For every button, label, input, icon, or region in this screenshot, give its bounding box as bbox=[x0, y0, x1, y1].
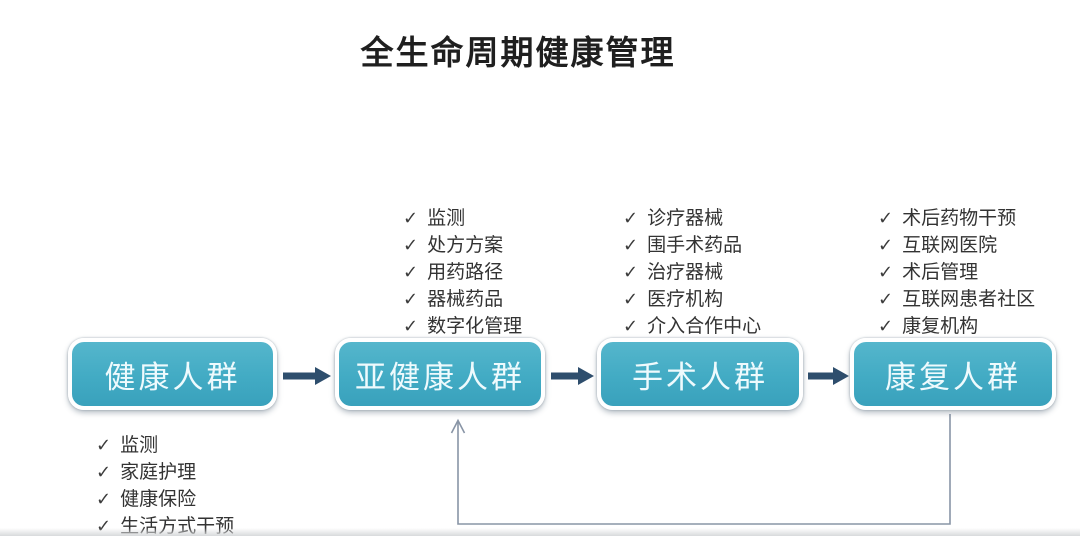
check-icon: ✓ bbox=[623, 289, 639, 309]
check-icon: ✓ bbox=[403, 208, 419, 228]
check-icon: ✓ bbox=[878, 316, 894, 336]
checklist-item: ✓ 介入合作中心 bbox=[623, 313, 761, 340]
checklist-item: ✓ 健康保险 bbox=[96, 486, 234, 513]
checklist-item-label: 处方方案 bbox=[427, 235, 504, 256]
checklist-item: ✓ 围手术药品 bbox=[623, 232, 761, 259]
checklist-item: ✓ 术后管理 bbox=[878, 259, 1035, 286]
checklist-item: ✓ 家庭护理 bbox=[96, 459, 234, 486]
check-icon: ✓ bbox=[623, 235, 639, 255]
check-icon: ✓ bbox=[403, 262, 419, 282]
check-icon: ✓ bbox=[623, 262, 639, 282]
checklist-item-label: 介入合作中心 bbox=[647, 316, 762, 337]
checklist-item-label: 互联网医院 bbox=[902, 235, 998, 256]
checklist-item: ✓ 治疗器械 bbox=[623, 259, 761, 286]
check-icon: ✓ bbox=[878, 262, 894, 282]
checklist-item: ✓ 互联网医院 bbox=[878, 232, 1035, 259]
checklist-item: ✓ 医疗机构 bbox=[623, 286, 761, 313]
checklist-item-label: 诊疗器械 bbox=[647, 208, 724, 229]
checklist-item-label: 健康保险 bbox=[120, 489, 197, 510]
stage-box-healthy: 健康人群 bbox=[68, 338, 277, 410]
stage-box-surgery: 手术人群 bbox=[597, 338, 803, 410]
check-icon: ✓ bbox=[623, 316, 639, 336]
check-icon: ✓ bbox=[878, 208, 894, 228]
checklist-item: ✓ 处方方案 bbox=[403, 232, 522, 259]
checklist-item-label: 家庭护理 bbox=[120, 462, 197, 483]
checklist-item-label: 器械药品 bbox=[427, 289, 504, 310]
bottom-edge-shadow bbox=[0, 528, 1080, 536]
checklist-item: ✓ 康复机构 bbox=[878, 313, 1035, 340]
checklist-item-label: 术后管理 bbox=[902, 262, 979, 283]
checklist-item-label: 康复机构 bbox=[902, 316, 979, 337]
checklist-item-label: 用药路径 bbox=[427, 262, 504, 283]
stage-box-label: 健康人群 bbox=[104, 359, 241, 395]
checklist-item: ✓ 监测 bbox=[403, 205, 522, 232]
check-icon: ✓ bbox=[623, 208, 639, 228]
stage-box-label: 亚健康人群 bbox=[355, 359, 525, 395]
check-icon: ✓ bbox=[96, 435, 112, 455]
checklist-item-label: 围手术药品 bbox=[647, 235, 743, 256]
check-icon: ✓ bbox=[878, 289, 894, 309]
check-icon: ✓ bbox=[403, 235, 419, 255]
checklist-item: ✓ 用药路径 bbox=[403, 259, 522, 286]
checklist-recovery: ✓ 术后药物干预 ✓ 互联网医院 ✓ 术后管理 ✓ 互联网患者社区 ✓ 康复机构 bbox=[878, 205, 1035, 340]
checklist-item-label: 术后药物干预 bbox=[902, 208, 1017, 229]
stage-box-label: 康复人群 bbox=[885, 359, 1021, 395]
checklist-item: ✓ 器械药品 bbox=[403, 286, 522, 313]
checklist-item-label: 互联网患者社区 bbox=[902, 289, 1036, 310]
checklist-item-label: 数字化管理 bbox=[427, 316, 523, 337]
feedback-loop-arrowhead-icon bbox=[450, 418, 466, 434]
arrow-surgery-to-recovery bbox=[808, 367, 849, 385]
checklist-item: ✓ 术后药物干预 bbox=[878, 205, 1035, 232]
checklist-item: ✓ 监测 bbox=[96, 432, 234, 459]
diagram-title: 全生命周期健康管理 bbox=[360, 36, 676, 72]
checklist-item: ✓ 诊疗器械 bbox=[623, 205, 761, 232]
feedback-loop-line bbox=[457, 414, 951, 525]
checklist-subhealthy: ✓ 监测 ✓ 处方方案 ✓ 用药路径 ✓ 器械药品 ✓ 数字化管理 bbox=[403, 205, 522, 340]
stage-box-subhealthy: 亚健康人群 bbox=[335, 338, 545, 410]
stage-box-recovery: 康复人群 bbox=[850, 338, 1056, 410]
check-icon: ✓ bbox=[96, 489, 112, 509]
stage-box-label: 手术人群 bbox=[632, 359, 768, 395]
checklist-surgery: ✓ 诊疗器械 ✓ 围手术药品 ✓ 治疗器械 ✓ 医疗机构 ✓ 介入合作中心 bbox=[623, 205, 761, 340]
arrow-healthy-to-subhealthy bbox=[283, 367, 331, 385]
check-icon: ✓ bbox=[878, 235, 894, 255]
arrow-subhealthy-to-surgery bbox=[551, 367, 594, 385]
checklist-healthy: ✓ 监测 ✓ 家庭护理 ✓ 健康保险 ✓ 生活方式干预 bbox=[96, 432, 234, 536]
check-icon: ✓ bbox=[96, 462, 112, 482]
checklist-item: ✓ 数字化管理 bbox=[403, 313, 522, 340]
checklist-item-label: 治疗器械 bbox=[647, 262, 724, 283]
checklist-item-label: 监测 bbox=[120, 435, 159, 456]
checklist-item-label: 医疗机构 bbox=[647, 289, 724, 310]
checklist-item-label: 监测 bbox=[427, 208, 466, 229]
checklist-item: ✓ 互联网患者社区 bbox=[878, 286, 1035, 313]
check-icon: ✓ bbox=[403, 316, 419, 336]
check-icon: ✓ bbox=[403, 289, 419, 309]
